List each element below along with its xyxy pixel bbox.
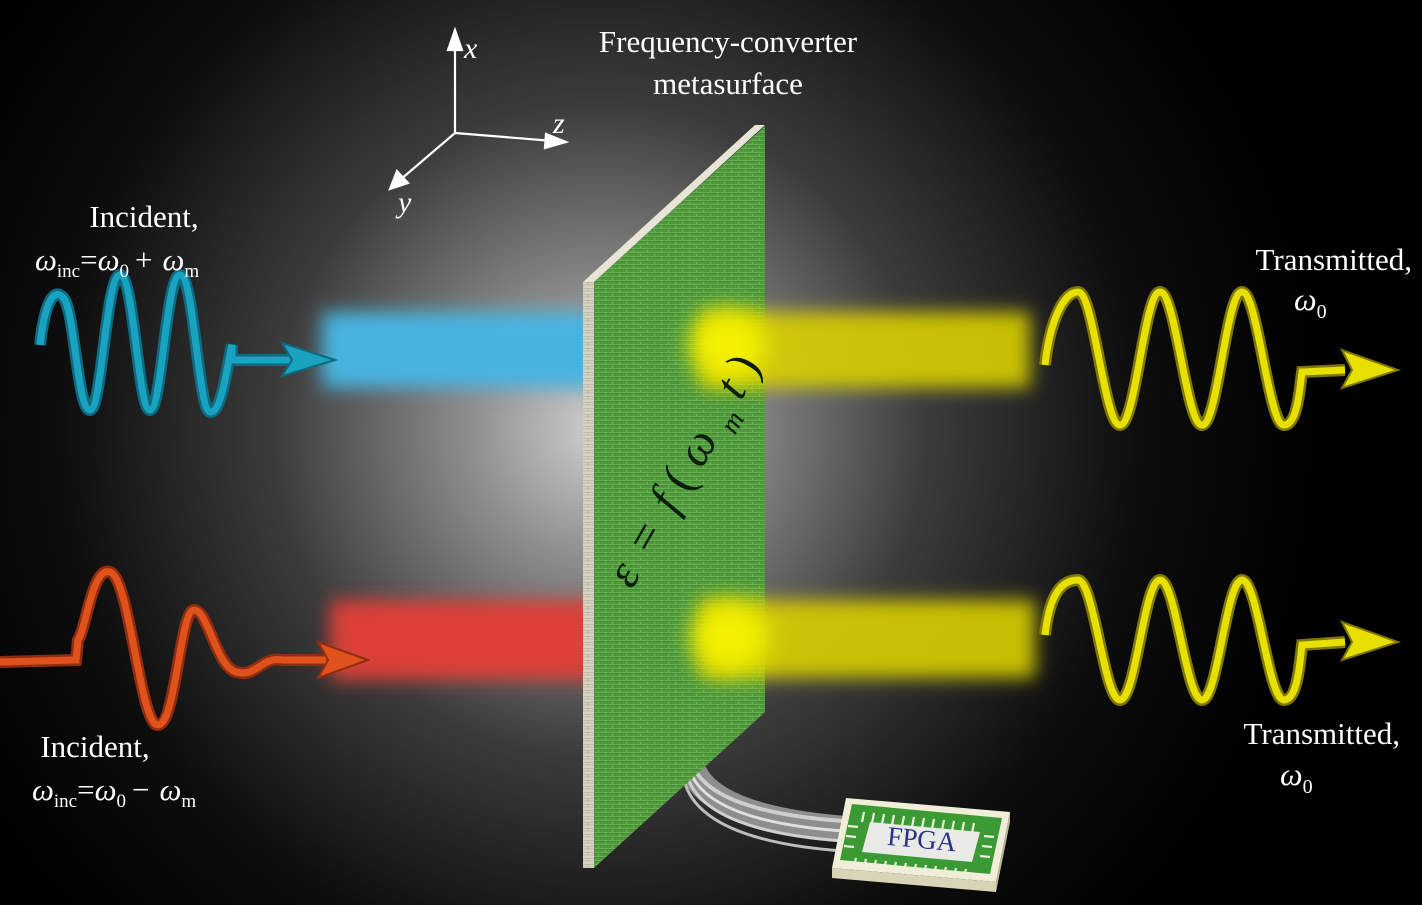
zero-subscript: 0 [1317, 301, 1327, 323]
equals-sign: = [80, 242, 97, 277]
omega-symbol: ω [1294, 281, 1317, 317]
fpga-die [862, 822, 980, 862]
transmitted-spot-bottom [692, 603, 768, 671]
arrowhead-incident-bottom [315, 640, 371, 680]
fpga-label: FPGA [886, 821, 958, 858]
transmitted-wave-top [1039, 285, 1402, 432]
omega-symbol: ω [159, 772, 181, 807]
incident-bottom-title: Incident, [40, 729, 149, 764]
incident-top-title: Incident, [89, 199, 198, 234]
zero-subscript: 0 [116, 791, 126, 812]
zero-subscript: 0 [1303, 776, 1313, 798]
incident-top-formula: ωinc=ω0+ωm [35, 242, 199, 282]
omega-symbol: ω [35, 242, 57, 277]
plus-sign: + [135, 242, 152, 277]
transmitted-top-formula: ω0 [1294, 281, 1327, 323]
fpga-chip: FPGA [832, 798, 1010, 892]
arrowhead-transmitted-bottom [1339, 620, 1402, 662]
incident-beam-top [322, 312, 612, 388]
minus-sign: − [132, 772, 149, 807]
incident-wave-top [34, 268, 339, 418]
omega-symbol: ω [1280, 756, 1303, 792]
transmitted-bottom-title: Transmitted, [1244, 716, 1400, 751]
omega-symbol: ω [162, 242, 184, 277]
inc-subscript: inc [57, 261, 80, 282]
omega-symbol: ω [98, 242, 120, 277]
arrowhead-transmitted-top [1339, 348, 1402, 390]
m-subscript: m [184, 261, 199, 282]
incident-beam-bottom [330, 600, 620, 680]
axes-icon [388, 26, 570, 191]
axis-y-label: y [395, 186, 412, 219]
inc-subscript: inc [54, 791, 77, 812]
omega-symbol: ω [95, 772, 117, 807]
transmitted-bottom-formula: ω0 [1280, 756, 1313, 798]
title-line2: metasurface [653, 66, 803, 101]
m-subscript: m [181, 791, 196, 812]
transmitted-top-title: Transmitted, [1256, 242, 1412, 277]
zero-subscript: 0 [119, 261, 129, 282]
incident-wave-bottom [0, 565, 371, 731]
incident-bottom-formula: ωinc=ω0−ωm [32, 772, 196, 812]
transmitted-wave-bottom [1039, 573, 1402, 707]
axis-x-label: x [463, 32, 478, 65]
axis-z-label: z [552, 107, 565, 140]
equals-sign: = [77, 772, 94, 807]
omega-symbol: ω [32, 772, 54, 807]
title-line1: Frequency-converter [599, 24, 858, 59]
arrowhead-incident-top [279, 341, 339, 378]
transmitted-spot-top [690, 311, 766, 379]
